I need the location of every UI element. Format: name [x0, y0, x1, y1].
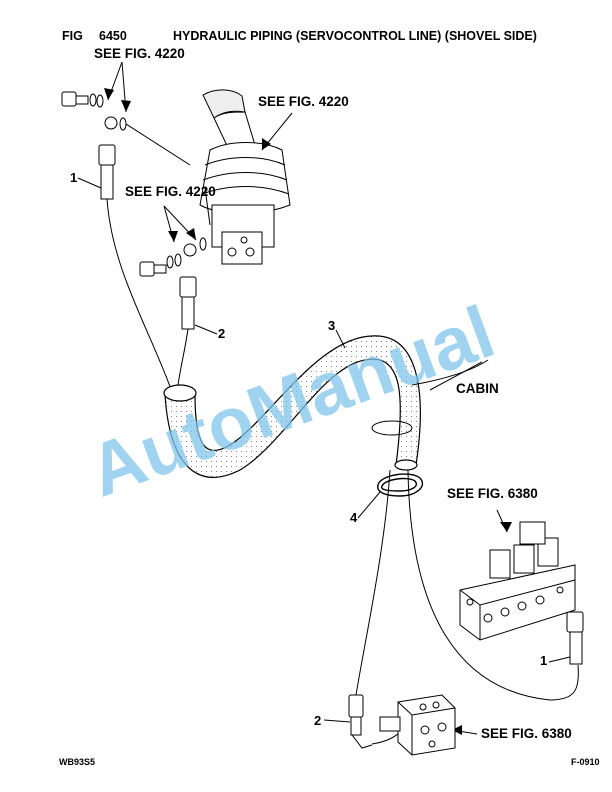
part-number-3: 3 [328, 318, 336, 333]
part-leaders [77, 177, 571, 735]
servocontrol-joystick [199, 89, 291, 265]
part-number-2-lower: 2 [314, 713, 322, 728]
clamp-ring [377, 473, 424, 497]
hydraulic-manifold [379, 694, 456, 756]
arrowhead-top-b [121, 100, 131, 112]
arrowhead-upper [500, 522, 512, 532]
see-fig-6380-lower: SEE FIG. 6380 [481, 726, 572, 741]
see-fig-4220-top: SEE FIG. 4220 [94, 46, 185, 61]
footer-right-code: F-0910 [571, 757, 600, 767]
part-number-2-upper: 2 [218, 326, 226, 341]
part-number-1-lower: 1 [540, 653, 548, 668]
arrowhead-lever [262, 138, 271, 150]
fig-number: 6450 [99, 29, 127, 43]
see-fig-4220-lever: SEE FIG. 4220 [258, 94, 349, 109]
arrowhead-top-a [104, 88, 114, 100]
arrowhead-lower [452, 725, 462, 735]
hose-end-fittings [98, 144, 584, 749]
cabin-leader [411, 359, 489, 391]
upper-banjo-fittings [61, 91, 207, 277]
see-fig-6380-upper: SEE FIG. 6380 [447, 486, 538, 501]
see-fig-4220-mid: SEE FIG. 4220 [125, 184, 216, 199]
arrowhead-mid-b [186, 228, 196, 240]
cabin-label: CABIN [456, 381, 499, 396]
fig-label: FIG [62, 29, 83, 43]
protective-sleeve [163, 335, 421, 478]
arrowhead-mid-a [168, 231, 178, 242]
servo-valve-block [459, 521, 576, 641]
footer-left-code: WB93S5 [59, 757, 96, 767]
thin-hoses [106, 123, 579, 745]
part-number-4: 4 [350, 510, 358, 525]
part-number-1-upper: 1 [70, 170, 78, 185]
page-title: HYDRAULIC PIPING (SERVOCONTROL LINE) (SH… [173, 29, 537, 43]
